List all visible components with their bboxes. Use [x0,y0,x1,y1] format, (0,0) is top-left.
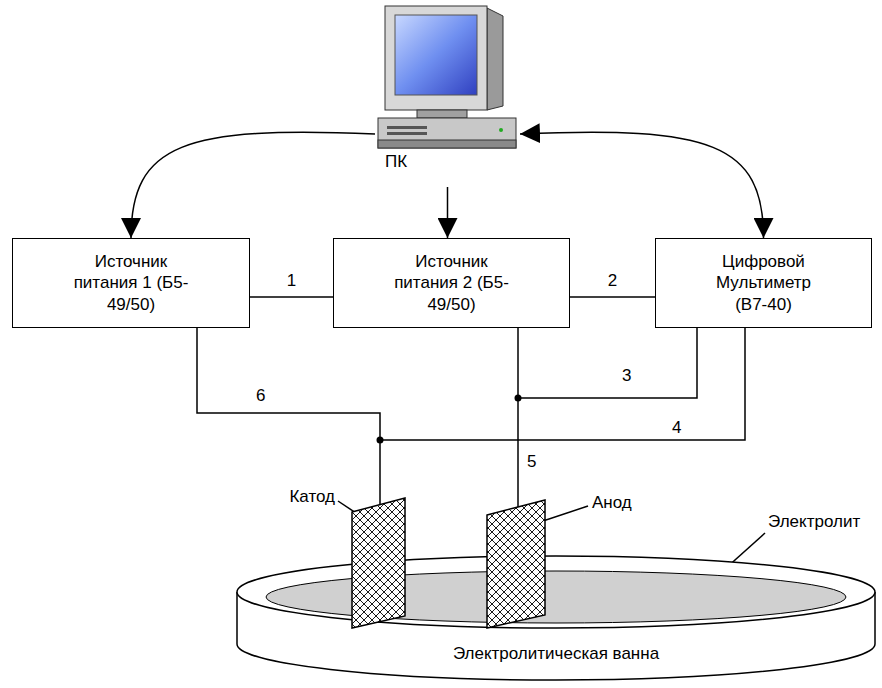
wires [197,328,765,586]
computer-node: ПК [375,2,520,187]
connection-line [570,296,655,298]
wire-5 [517,328,519,507]
connection-line [250,296,333,298]
control-arrow [520,132,764,238]
node-text: Источник питания 1 (Б5-49/50) [67,251,195,315]
node-text: Электролитическая ванна [236,644,876,664]
callout-number: 1 [285,271,298,291]
part-label: Электролит [768,512,860,532]
part-label: Анод [592,493,632,513]
device-box: Цифровой Мультиметр (В7-40) [655,238,872,328]
device-box: Источник питания 1 (Б5-49/50) [12,238,250,328]
wire-6 [197,328,380,505]
junction-dot [377,437,384,444]
callout-number: 6 [256,386,265,406]
control-arrow [131,132,375,238]
control-arrow [447,187,449,238]
wire-3 [518,328,697,398]
junction-dot [515,395,522,402]
part-label: Катод [289,487,335,507]
wire-4 [380,328,745,440]
node-text: Источник питания 2 (Б5-49/50) [388,251,516,315]
callout-number: 2 [606,271,619,291]
leader-line [540,506,588,522]
node-text: Цифровой Мультиметр (В7-40) [700,251,828,315]
device-box: Источник питания 2 (Б5-49/50) [333,238,570,328]
callout-number: 3 [622,366,631,386]
node-text: ПК [385,152,407,172]
callout-number: 4 [672,418,681,438]
callout-number: 5 [527,452,536,472]
